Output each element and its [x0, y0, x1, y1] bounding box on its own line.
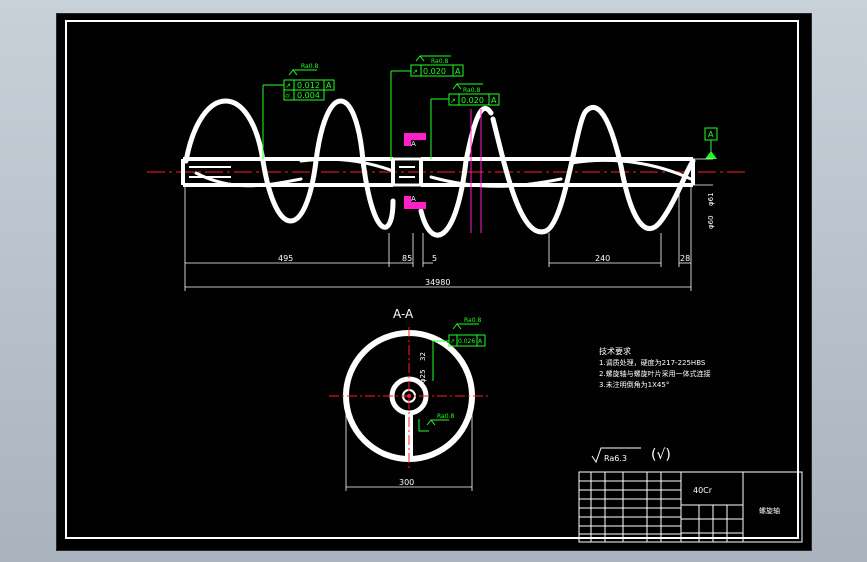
svg-text:↗: ↗ — [450, 97, 456, 105]
title-block — [578, 471, 803, 543]
section-marks — [404, 133, 426, 209]
svg-text:Ra0.8: Ra0.8 — [301, 63, 318, 70]
notes-title: 技术要求 — [599, 346, 631, 356]
diameter-dims: φ61 φ60 — [693, 158, 715, 229]
svg-text:A: A — [708, 130, 714, 139]
tolerance-mid-lower — [430, 83, 500, 159]
svg-text:Ra0.8: Ra0.8 — [437, 413, 454, 420]
flight-right — [418, 105, 696, 238]
drawing-frame — [65, 20, 799, 539]
dim-240: 240 — [595, 254, 610, 263]
note-1: 1.调质处理，硬度为217-225HBS — [599, 358, 706, 367]
svg-text:Ra0.8: Ra0.8 — [464, 317, 481, 324]
dia-61: φ61 — [707, 192, 715, 206]
svg-text:A: A — [491, 96, 497, 105]
svg-text:0.020: 0.020 — [461, 96, 484, 105]
tolerance-mid-top — [390, 55, 464, 159]
cad-drawing: A A A φ61 φ60 — [147, 55, 803, 543]
note-3: 3.未注明倒角为1X45° — [599, 380, 669, 389]
tech-notes: 技术要求 1.调质处理，硬度为217-225HBS 2.螺旋轴与螺旋叶片采用一体… — [599, 346, 711, 389]
datum-a: A — [704, 127, 718, 159]
note-2: 2.螺旋轴与螺旋叶片采用一体式连接 — [599, 369, 711, 378]
surface-finish: Ra6.3 (√) — [591, 447, 671, 464]
svg-text:↗: ↗ — [450, 338, 455, 345]
svg-text:32: 32 — [419, 352, 427, 361]
section-label-top: A — [411, 140, 416, 148]
front-view: A A A φ61 φ60 — [147, 55, 746, 291]
dim-495: 495 — [278, 254, 293, 263]
material: 40Cr — [693, 486, 713, 495]
helix-flights — [183, 98, 696, 238]
dim-300: 300 — [399, 478, 414, 487]
svg-text:0.026: 0.026 — [458, 338, 475, 345]
flight-left — [183, 98, 396, 230]
front-dimensions — [184, 187, 692, 291]
svg-text:↗: ↗ — [285, 82, 291, 90]
svg-text:A: A — [455, 67, 461, 76]
section-view: A-A Ra0. — [329, 307, 489, 491]
dim-5: 5 — [432, 254, 437, 263]
dim-28: 28 — [680, 254, 690, 263]
section-label-bottom: A — [411, 195, 416, 203]
svg-text:Ra0.8: Ra0.8 — [431, 58, 448, 65]
svg-text:⌭: ⌭ — [285, 92, 290, 100]
svg-text:Ra6.3: Ra6.3 — [604, 454, 627, 463]
tolerance-left — [262, 69, 335, 159]
svg-text:0.020: 0.020 — [423, 67, 446, 76]
svg-text:φ25: φ25 — [419, 369, 427, 383]
svg-text:0.004: 0.004 — [297, 91, 320, 100]
dim-85: 85 — [402, 254, 412, 263]
svg-text:↗: ↗ — [412, 68, 418, 76]
drawing-sheet: A A A φ61 φ60 — [56, 13, 812, 551]
svg-text:A: A — [326, 81, 332, 90]
svg-text:Ra0.8: Ra0.8 — [463, 87, 480, 94]
svg-text:A: A — [478, 338, 483, 345]
svg-text:0.012: 0.012 — [297, 81, 320, 90]
part-name: 螺旋轴 — [759, 506, 780, 515]
dim-total: 34980 — [425, 278, 450, 287]
section-title: A-A — [393, 307, 414, 321]
dia-60: φ60 — [707, 215, 715, 229]
svg-text:(√): (√) — [651, 447, 671, 463]
